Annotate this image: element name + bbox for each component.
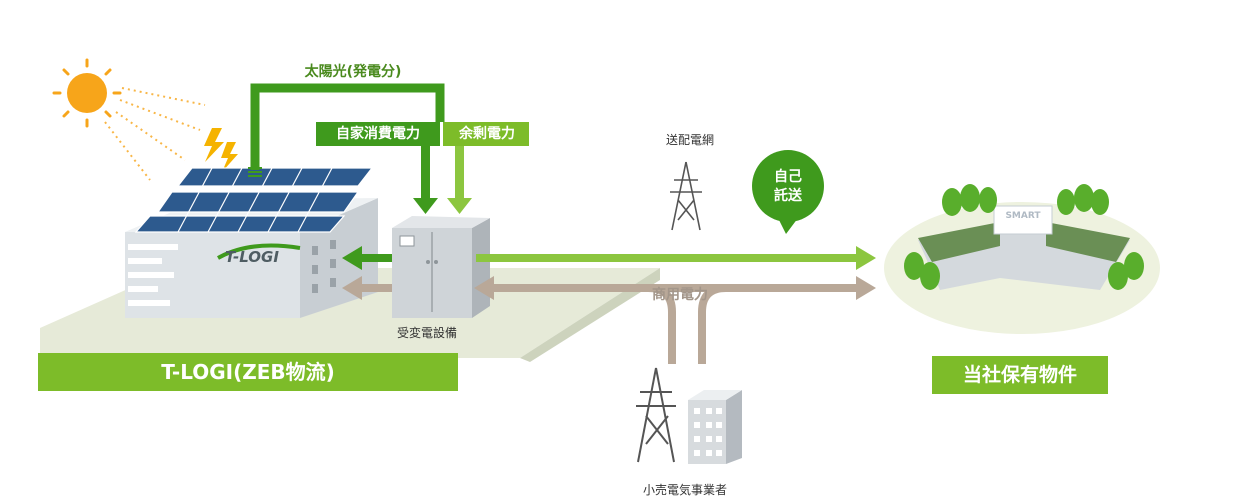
self-wheeling-label: 自己 託送 [760,168,816,206]
solar-panel-icon [134,167,374,233]
company-property-label: 当社保有物件 [962,364,1077,386]
transmission-grid-label: 送配電網 [665,133,714,147]
panel-connector [248,167,262,177]
self-consumption-flow-to-warehouse [342,246,392,270]
commercial-flow-to-warehouse [342,276,392,300]
solar-generation-label: 太陽光(発電分) [304,64,402,80]
t-logi-zeb-label: T-LOGI(ZEB物流) [161,360,335,384]
t-logi-logo: T-LOGI [225,248,279,266]
sun-icon [52,58,206,181]
substation-label: 受変電設備 [396,326,457,340]
self-consumption-box [316,122,440,146]
substation-icon [392,216,490,318]
smart-logo: SMART [1005,211,1041,221]
surplus-flow-to-property [476,246,876,270]
transmission-tower-icon [636,367,676,463]
property-complex [884,184,1160,334]
self-consumption-label: 自家消費電力 [336,126,420,142]
self-consumption-arrow [413,146,438,214]
office-building-icon [688,390,742,464]
t-logi-bar [38,353,458,391]
surplus-power-arrow [447,146,472,214]
lightning-icon [204,128,238,172]
solar-feed-line [250,83,445,170]
tree-icon [904,184,1144,290]
self-wheeling-bubble [752,150,824,234]
company-property-bar [932,356,1108,394]
commercial-flow [474,276,876,364]
self-wheeling-line-1: 自己 [774,169,802,185]
surplus-power-box [443,122,529,146]
self-wheeling-line-2: 託送 [774,188,802,204]
surplus-power-label: 余剰電力 [459,126,515,142]
retail-electricity-provider-label: 小売電気事業者 [642,483,727,497]
commercial-power-label: 商用電力 [652,287,708,303]
transmission-tower-icon [670,161,702,231]
